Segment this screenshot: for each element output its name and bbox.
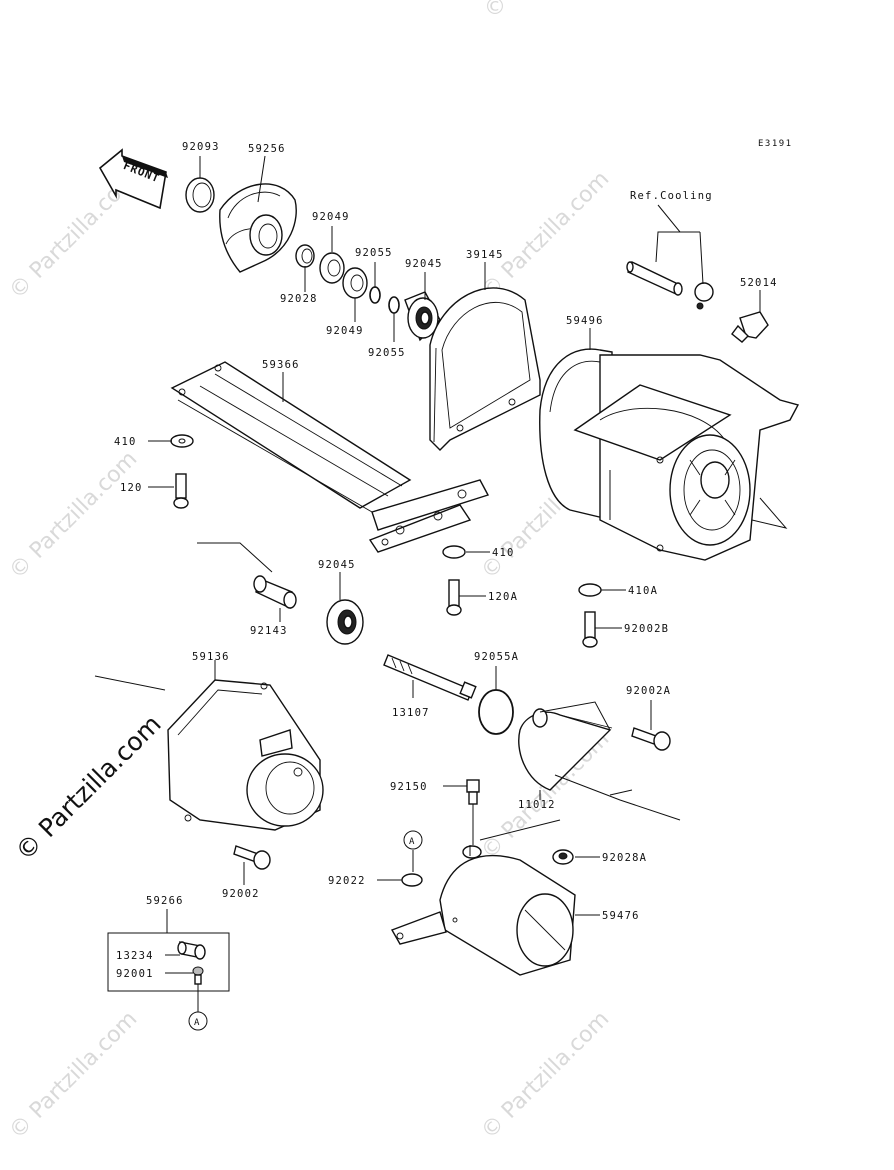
- part-label: 13107: [392, 707, 430, 719]
- pump-case-59496: [539, 348, 800, 561]
- part-label: 120A: [488, 591, 518, 603]
- sleeve-92143: [253, 575, 297, 610]
- bolt-92002: [233, 845, 271, 870]
- cooling-hose: [626, 261, 683, 296]
- part-label: 92055: [368, 347, 406, 359]
- part-label: 59496: [566, 315, 604, 327]
- seal-92049-b: [342, 267, 368, 299]
- watermark-text: © Partzilla.com: [5, 1007, 143, 1145]
- part-label: 92049: [326, 325, 364, 337]
- part-labels: 92093 59256 92049 92055 92045 39145 Ref.…: [114, 141, 778, 980]
- kit-box-59266: [107, 932, 230, 992]
- part-label: 92022: [328, 875, 366, 887]
- part-label: 11012: [518, 799, 556, 811]
- part-label: 92150: [390, 781, 428, 793]
- watermark-text: © Partzilla.com: [477, 167, 615, 305]
- bolt-120A: [446, 579, 462, 616]
- part-label: 92045: [405, 258, 443, 270]
- leader-lines: [94, 155, 788, 1012]
- washer-410-b: [442, 545, 466, 559]
- part-label: 92055A: [474, 651, 519, 663]
- collar-92028A: [552, 849, 574, 865]
- fitting-52014: [731, 311, 769, 343]
- callout-a-bottom: A: [188, 1011, 208, 1031]
- part-label: 410: [114, 436, 137, 448]
- part-label: 120: [120, 482, 143, 494]
- part-label: 92045: [318, 559, 356, 571]
- part-label: 92049: [312, 211, 350, 223]
- part-label: 92055: [355, 247, 393, 259]
- oring-92055-a: [369, 286, 381, 304]
- part-label: 52014: [740, 277, 778, 289]
- washer-410A: [578, 583, 602, 597]
- collar-92028: [295, 244, 315, 268]
- plate-59366: [170, 361, 490, 553]
- watermark-main: © Partzilla.com: [10, 709, 167, 866]
- seal-92049-a: [319, 252, 345, 284]
- bolt-92002A: [631, 727, 671, 751]
- part-label: 410: [492, 547, 515, 559]
- part-label: 92002B: [624, 623, 669, 635]
- oring-92055-b: [388, 296, 400, 314]
- diagram-code: E3191: [758, 139, 793, 149]
- callout-a-top: A: [403, 830, 423, 850]
- watermark-text: © Partzilla.com: [477, 1007, 615, 1145]
- part-label: 92028: [280, 293, 318, 305]
- part-label: 59136: [192, 651, 230, 663]
- part-label: 92001: [116, 968, 154, 980]
- steering-nozzle-59476: [390, 845, 576, 976]
- svg-text:A: A: [194, 1018, 200, 1028]
- part-label: 59266: [146, 895, 184, 907]
- nozzle-11012: [518, 708, 613, 791]
- part-label: 410A: [628, 585, 658, 597]
- bolt-92002B: [582, 611, 598, 648]
- ring-92093: [185, 177, 215, 213]
- part-label: 39145: [466, 249, 504, 261]
- bolt-92150: [466, 779, 480, 805]
- part-label: 13234: [116, 950, 154, 962]
- oring-92055A: [478, 689, 514, 735]
- part-label: 59366: [262, 359, 300, 371]
- ref-cooling-label: Ref.Cooling: [630, 190, 713, 202]
- cover-39145: [429, 287, 541, 451]
- part-label: 59256: [248, 143, 286, 155]
- part-label: 92002: [222, 888, 260, 900]
- part-label: 92093: [182, 141, 220, 153]
- washer-92022: [401, 873, 423, 887]
- svg-text:A: A: [409, 837, 415, 847]
- part-label: 92002A: [626, 685, 671, 697]
- shaft-13107: [383, 654, 477, 701]
- impeller-59256: [219, 183, 297, 273]
- bolt-120: [173, 473, 189, 509]
- front-arrow-icon: FRONT: [98, 148, 168, 210]
- part-label: 92028A: [602, 852, 647, 864]
- bearing-92045-b: [326, 599, 364, 645]
- housing-59136: [167, 679, 324, 831]
- hose-clamp: [694, 282, 714, 310]
- watermark-text: ©: [484, 0, 506, 20]
- bearing-92045-a: [404, 291, 441, 342]
- watermark-text: © Partzilla.com: [5, 447, 143, 585]
- part-label: 92143: [250, 625, 288, 637]
- part-label: 59476: [602, 910, 640, 922]
